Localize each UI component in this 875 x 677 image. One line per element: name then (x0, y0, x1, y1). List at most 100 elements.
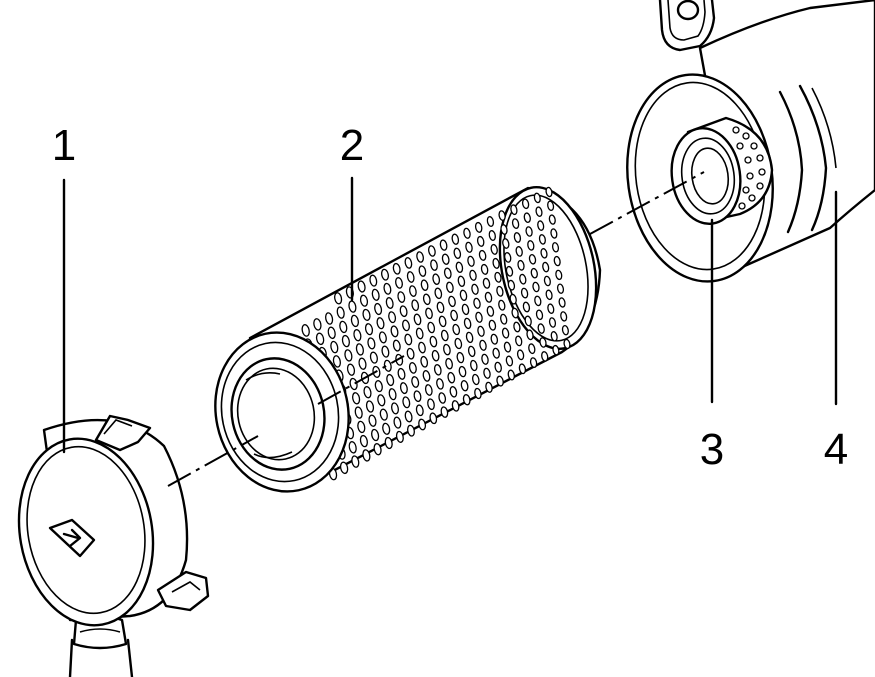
perforation-hole (420, 355, 429, 368)
perforation-hole (474, 387, 482, 400)
perforation-hole (448, 295, 456, 308)
perforation-hole (365, 400, 375, 413)
perforation-hole (332, 355, 341, 368)
perforation-hole (532, 281, 540, 293)
perforation-hole (463, 227, 471, 239)
perforation-hole (453, 247, 462, 259)
perforation-hole (441, 253, 450, 265)
perforation-hole (395, 277, 403, 289)
perforation-hole (528, 343, 536, 355)
perforation-hole (344, 349, 353, 362)
perforation-hole (336, 306, 345, 319)
perforation-hole (449, 386, 458, 398)
perforation-hole (341, 334, 350, 348)
perforation-hole (511, 218, 520, 229)
callout-4: 4 (824, 425, 848, 474)
perforation-hole (521, 198, 530, 210)
perforation-hole (346, 363, 356, 376)
perforation-hole (543, 275, 551, 287)
perforation-hole (420, 279, 429, 291)
perforation-hole (485, 381, 493, 393)
perforation-hole (411, 376, 420, 388)
perforation-hole (455, 261, 464, 273)
perforation-hole (488, 319, 497, 331)
perforation-hole (494, 271, 502, 283)
perforation-hole (390, 325, 399, 338)
perforation-hole (445, 357, 453, 370)
perforation-hole (385, 297, 394, 309)
perforation-hole (534, 295, 542, 307)
perforation-hole (556, 283, 565, 294)
perforation-hole (384, 436, 393, 450)
perforation-hole (409, 285, 417, 297)
perforation-hole (475, 311, 483, 323)
perforation-hole (429, 335, 438, 348)
perforation-hole (530, 267, 538, 279)
perforation-hole (451, 400, 460, 412)
perforation-hole (558, 297, 566, 308)
perforation-hole (399, 305, 408, 318)
perforation-hole (463, 317, 472, 330)
perforation-hole (507, 279, 516, 291)
perforation-hole (432, 273, 441, 285)
perforation-hole (490, 333, 499, 345)
perforation-hole (386, 373, 395, 387)
perforation-hole (503, 341, 512, 353)
perforation-hole (509, 293, 517, 305)
perforation-hole (515, 246, 523, 257)
perforation-hole (533, 192, 541, 204)
perforation-hole (460, 380, 469, 392)
perforation-hole (395, 430, 404, 443)
perforation-hole (457, 275, 466, 287)
perforation-hole (339, 461, 349, 475)
perforation-hole (413, 390, 422, 403)
perforation-hole (404, 333, 413, 346)
perforation-hole (402, 319, 410, 332)
perforation-hole (427, 398, 435, 411)
perforation-hole (443, 267, 452, 279)
assembly-axis-line (167, 171, 705, 487)
perforation-hole (548, 317, 557, 328)
perforation-hole (492, 347, 500, 359)
perforation-hole (469, 269, 477, 281)
perforation-hole (477, 325, 485, 337)
perforation-hole (517, 259, 525, 271)
perforation-hole (451, 233, 460, 245)
perforation-hole (393, 416, 402, 429)
perforation-hole (388, 388, 397, 401)
perforation-hole (369, 351, 378, 364)
perforation-hole (359, 294, 369, 307)
perforation-hole (473, 297, 481, 309)
perforation-hole (351, 455, 360, 468)
perforation-hole (388, 311, 397, 324)
perforation-hole (528, 254, 537, 265)
perforation-hole (525, 226, 533, 237)
perforation-hole (456, 351, 465, 364)
perforation-hole (454, 337, 463, 350)
perforation-hole (539, 337, 547, 348)
callout-1: 1 (52, 121, 76, 170)
perforation-hole (313, 318, 322, 331)
perforation-hole (492, 257, 500, 269)
perforation-hole (518, 363, 527, 375)
perforation-hole (461, 303, 470, 316)
perforation-hole (376, 317, 385, 330)
air-cleaner-cover (17, 414, 210, 677)
perforation-hole (465, 241, 473, 253)
perforation-hole (408, 362, 417, 374)
perforation-hole (330, 340, 339, 354)
perforation-hole (348, 441, 357, 454)
perforation-hole (459, 289, 468, 301)
perforation-hole (418, 418, 427, 431)
perforation-hole (352, 392, 361, 405)
perforation-hole (378, 331, 387, 344)
perforation-hole (548, 214, 556, 225)
perforation-hole (377, 394, 386, 407)
perforation-hole (542, 261, 550, 273)
perforation-hole (315, 332, 325, 346)
perforation-hole (545, 289, 553, 301)
perforation-hole (484, 291, 493, 303)
perforation-hole (363, 386, 372, 399)
perforation-hole (440, 406, 449, 418)
perforation-hole (397, 291, 406, 303)
